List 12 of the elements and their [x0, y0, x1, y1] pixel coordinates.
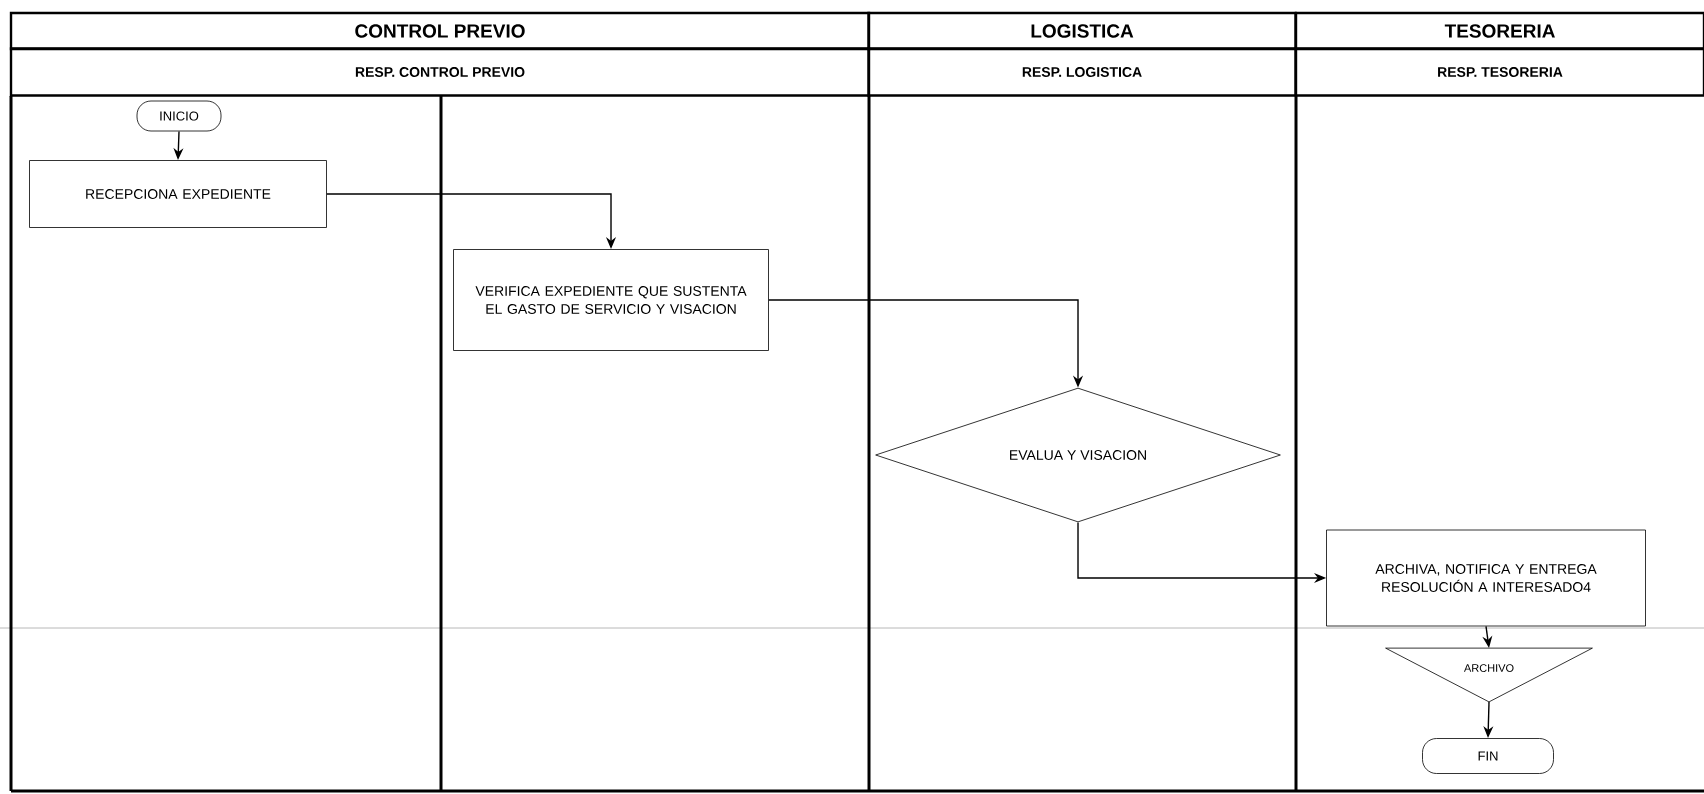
lane-header: TESORERIA	[1294, 11, 1704, 51]
lane-header: LOGISTICA	[867, 11, 1297, 51]
role-header: RESP. CONTROL PREVIO	[9, 47, 871, 97]
process-box: ARCHIVA, NOTIFICA Y ENTREGA RESOLUCIÓN A INTERESADO4	[1326, 529, 1646, 627]
role-header: RESP. TESORERIA	[1294, 47, 1704, 97]
process-box: VERIFICA EXPEDIENTE QUE SUSTENTA EL GASTO DE SERVICIO Y VISACION	[453, 249, 769, 351]
terminal-box: INICIO	[136, 100, 222, 132]
terminal-box: FIN	[1422, 738, 1554, 774]
archive-triangle: ARCHIVO	[1385, 647, 1593, 703]
process-box: RECEPCIONA EXPEDIENTE	[29, 160, 327, 228]
role-header: RESP. LOGISTICA	[867, 47, 1297, 97]
lane-header: CONTROL PREVIO	[9, 11, 871, 51]
